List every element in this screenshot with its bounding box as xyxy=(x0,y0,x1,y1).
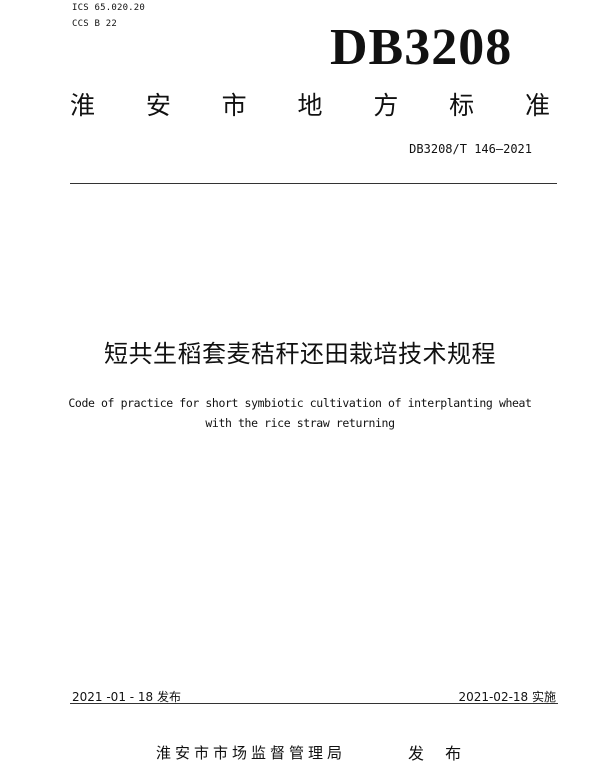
heading-char: 安 xyxy=(145,91,171,120)
heading-char: 方 xyxy=(373,91,399,120)
top-divider xyxy=(70,183,557,184)
issue-date: 2021 -01 - 18 发布 xyxy=(72,690,181,704)
heading-char: 准 xyxy=(524,91,550,120)
ics-code: ICS 65.020.20 xyxy=(72,3,146,13)
heading-char: 市 xyxy=(221,91,247,120)
issue-action: 发 布 xyxy=(408,744,470,763)
heading-char: 淮 xyxy=(70,91,96,120)
standard-code-mark: DB3208 xyxy=(330,19,513,76)
standard-type-heading: 淮 安 市 地 方 标 准 xyxy=(70,86,550,122)
implement-date: 2021-02-18 实施 xyxy=(458,690,556,704)
document-title-en-line1: Code of practice for short symbiotic cul… xyxy=(68,396,532,410)
document-title-en-line2: with the rice straw returning xyxy=(205,416,395,430)
document-title-zh: 短共生稻套麦秸秆还田栽培技术规程 xyxy=(104,340,496,368)
standard-number: DB3208/T 146—2021 xyxy=(409,142,532,156)
heading-char: 标 xyxy=(449,91,475,120)
ccs-code: CCS B 22 xyxy=(72,19,117,29)
heading-char: 地 xyxy=(297,91,323,120)
issuing-authority: 淮安市市场监督管理局 xyxy=(156,744,347,762)
bottom-divider xyxy=(70,703,558,704)
